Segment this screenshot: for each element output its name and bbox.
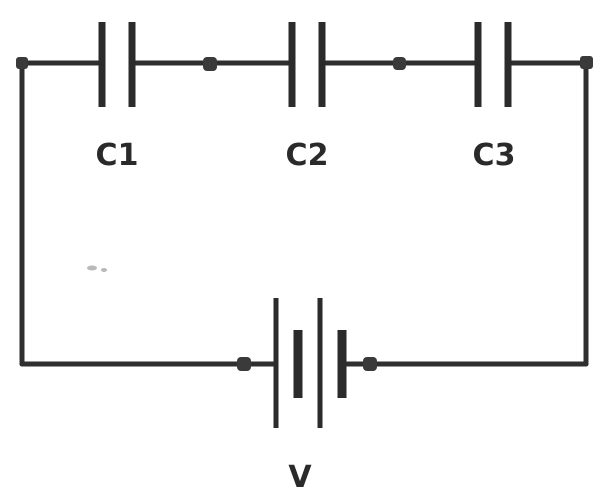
capacitor-c1: [98, 22, 136, 107]
node-top-left: [16, 57, 28, 69]
node-battery-left: [237, 357, 251, 371]
capacitor-c3: [474, 22, 512, 107]
battery-symbol: [273, 298, 347, 428]
label-v: V: [288, 460, 312, 495]
junction-nodes: [16, 56, 593, 371]
scan-smudge: [87, 265, 107, 272]
node-battery-right: [363, 357, 377, 371]
label-c1: C1: [96, 138, 139, 173]
node-top-right: [580, 56, 593, 69]
node-c1-c2: [203, 57, 217, 71]
label-c3: C3: [473, 138, 516, 173]
node-c2-c3: [393, 57, 406, 70]
capacitor-c2: [288, 22, 326, 107]
label-c2: C2: [286, 138, 329, 173]
